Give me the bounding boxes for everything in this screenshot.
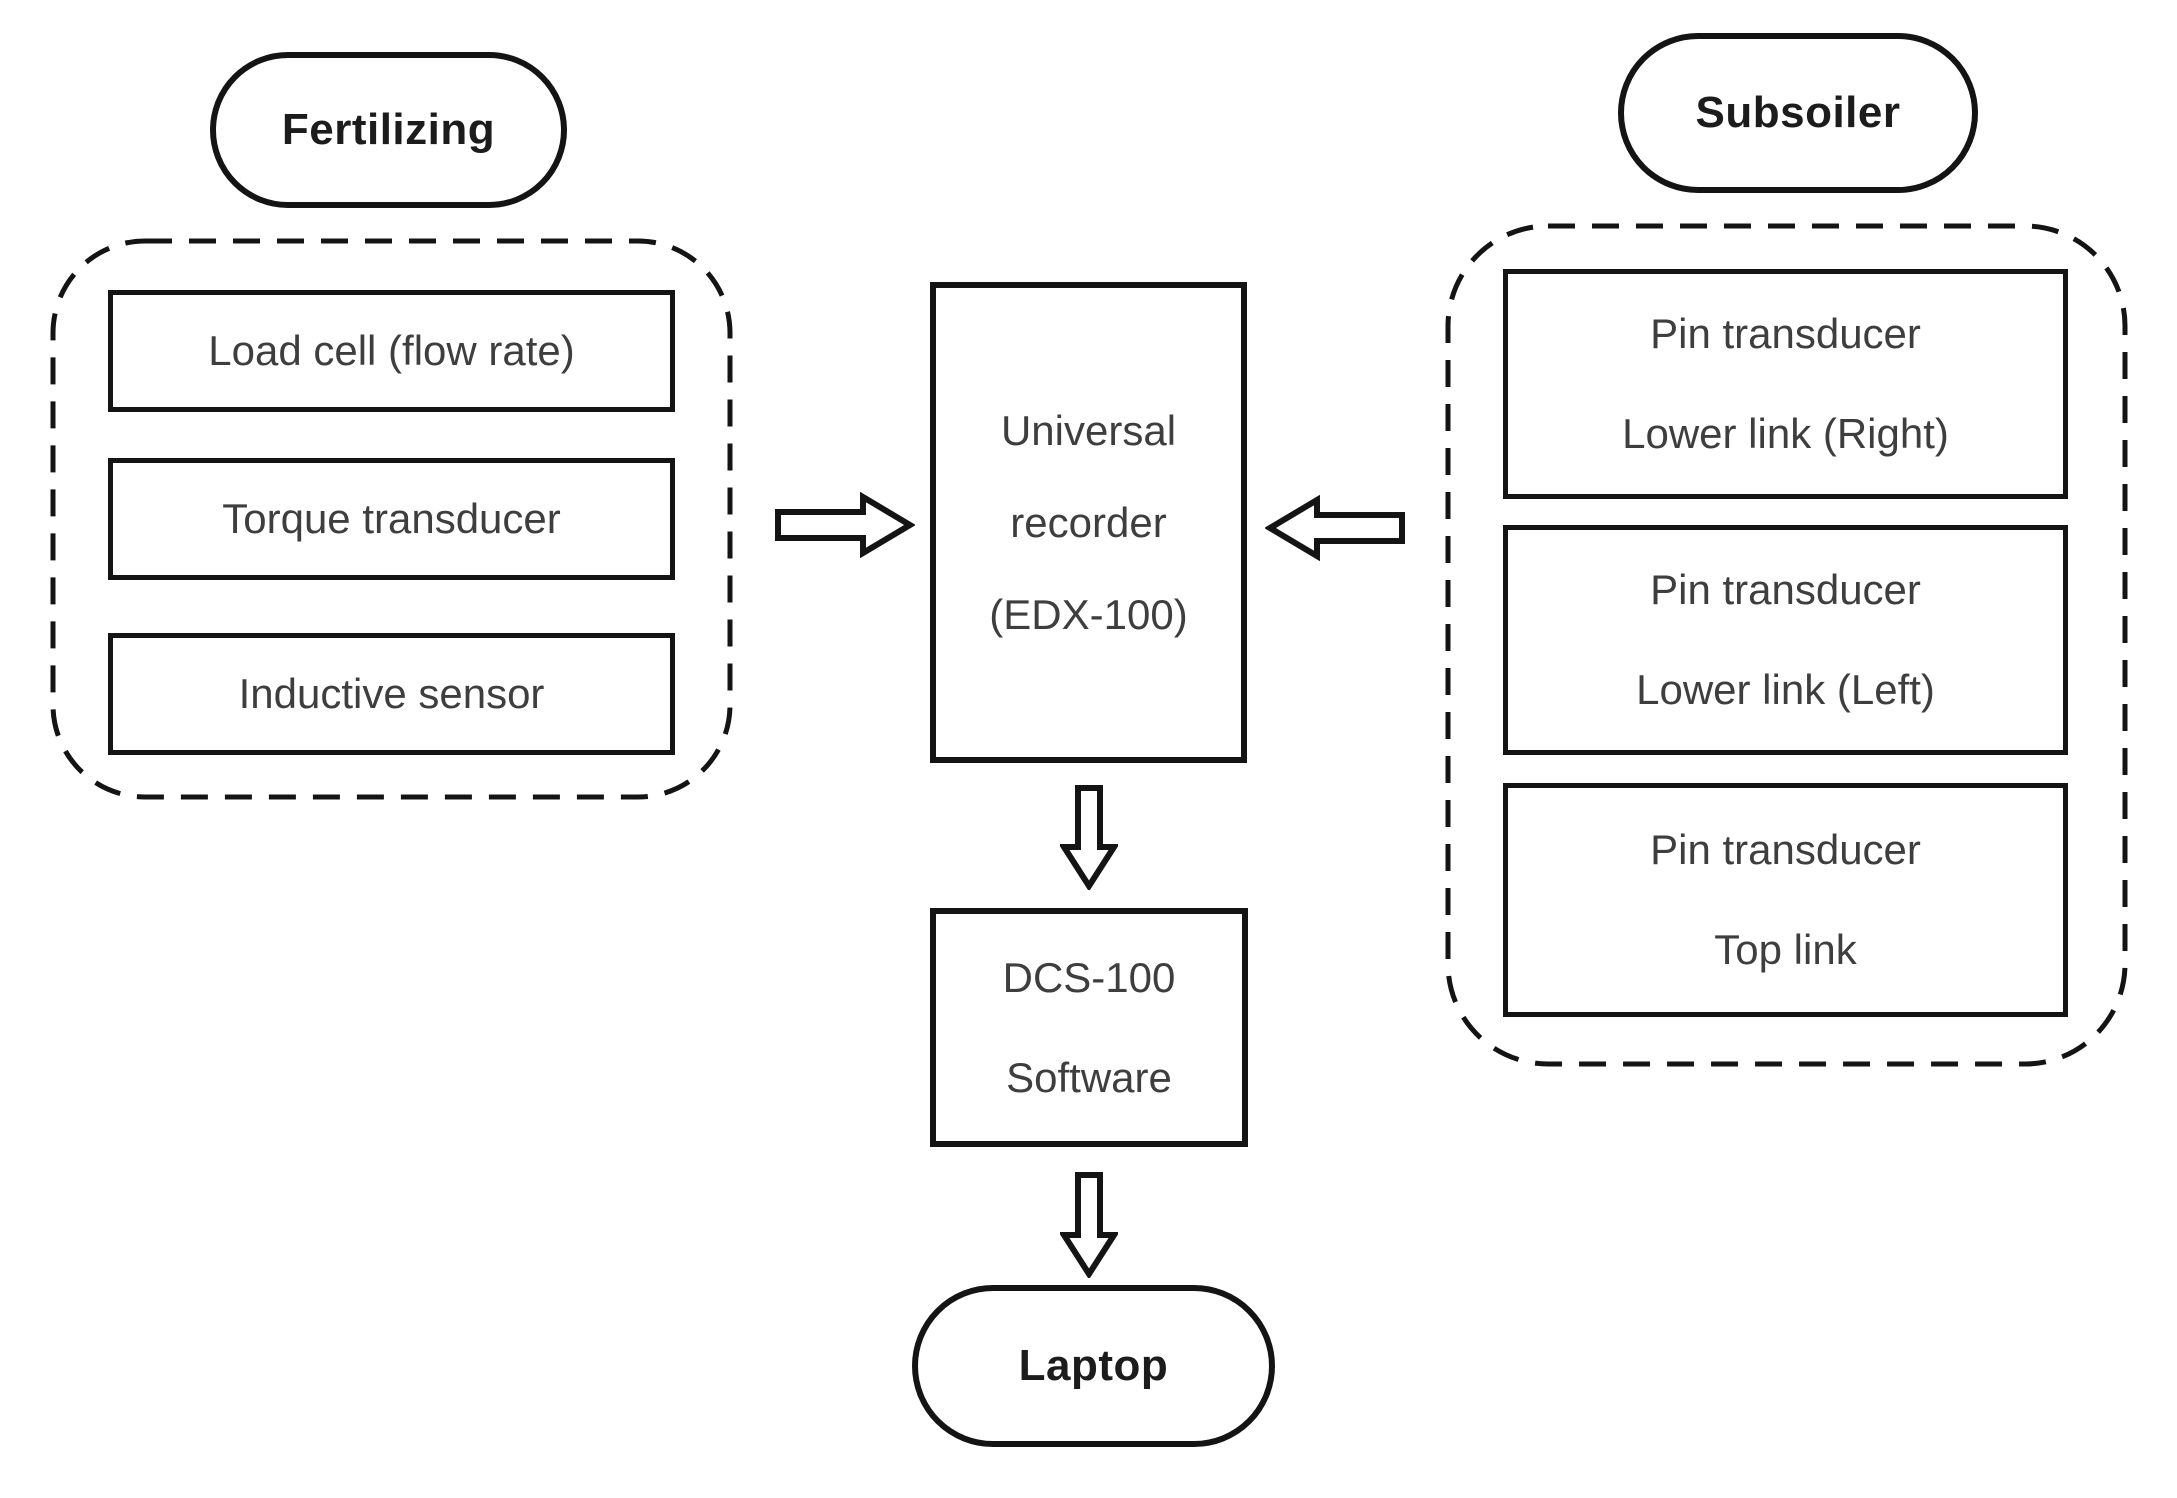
dcs-software-line2: Software — [1006, 1053, 1172, 1101]
subsoiler-sensor-group: Pin transducer Lower link (Right) Pin tr… — [1445, 223, 2128, 1067]
flow-arrow-left-icon — [1265, 495, 1405, 561]
flow-arrow-right-icon — [775, 492, 915, 558]
dashed-border — [50, 238, 733, 800]
flow-arrow-down-icon — [1060, 1172, 1118, 1278]
pin-transducer-lower-right-line2: Lower link (Right) — [1622, 410, 1949, 457]
dashed-border — [1445, 223, 2128, 1067]
dcs-software-box: DCS-100 Software — [930, 908, 1248, 1147]
pin-transducer-top-link-line1: Pin transducer — [1650, 826, 1921, 873]
universal-recorder-line3: (EDX-100) — [989, 590, 1188, 638]
inductive-sensor-label: Inductive sensor — [238, 670, 545, 717]
pin-transducer-lower-left-line1: Pin transducer — [1650, 566, 1921, 613]
pin-transducer-lower-left-line2: Lower link (Left) — [1636, 666, 1935, 713]
fertilizing-sensor-group: Load cell (flow rate) Torque transducer … — [50, 238, 733, 800]
universal-recorder-line1: Universal — [1000, 406, 1177, 454]
fertilizing-label: Fertilizing — [281, 105, 496, 154]
pin-transducer-lower-left-box: Pin transducer Lower link (Left) — [1503, 525, 2068, 755]
torque-transducer-box: Torque transducer — [108, 458, 675, 580]
pin-transducer-lower-right-box: Pin transducer Lower link (Right) — [1503, 269, 2068, 499]
subsoiler-node: Subsoiler — [1618, 33, 1978, 193]
pin-transducer-lower-right-line1: Pin transducer — [1650, 310, 1921, 357]
subsoiler-label: Subsoiler — [1695, 88, 1901, 137]
laptop-node: Laptop — [912, 1285, 1275, 1447]
dcs-software-line1: DCS-100 — [1002, 953, 1176, 1001]
inductive-sensor-box: Inductive sensor — [108, 633, 675, 755]
universal-recorder-box: Universal recorder (EDX-100) — [930, 282, 1247, 763]
load-cell-box: Load cell (flow rate) — [108, 290, 675, 412]
pin-transducer-top-link-box: Pin transducer Top link — [1503, 783, 2068, 1017]
load-cell-label: Load cell (flow rate) — [208, 327, 575, 374]
laptop-label: Laptop — [1018, 1341, 1169, 1390]
universal-recorder-line2: recorder — [1010, 498, 1167, 546]
torque-transducer-label: Torque transducer — [222, 495, 561, 542]
flow-arrow-down-icon — [1060, 785, 1118, 890]
fertilizing-node: Fertilizing — [210, 52, 567, 208]
pin-transducer-top-link-line2: Top link — [1714, 926, 1857, 973]
